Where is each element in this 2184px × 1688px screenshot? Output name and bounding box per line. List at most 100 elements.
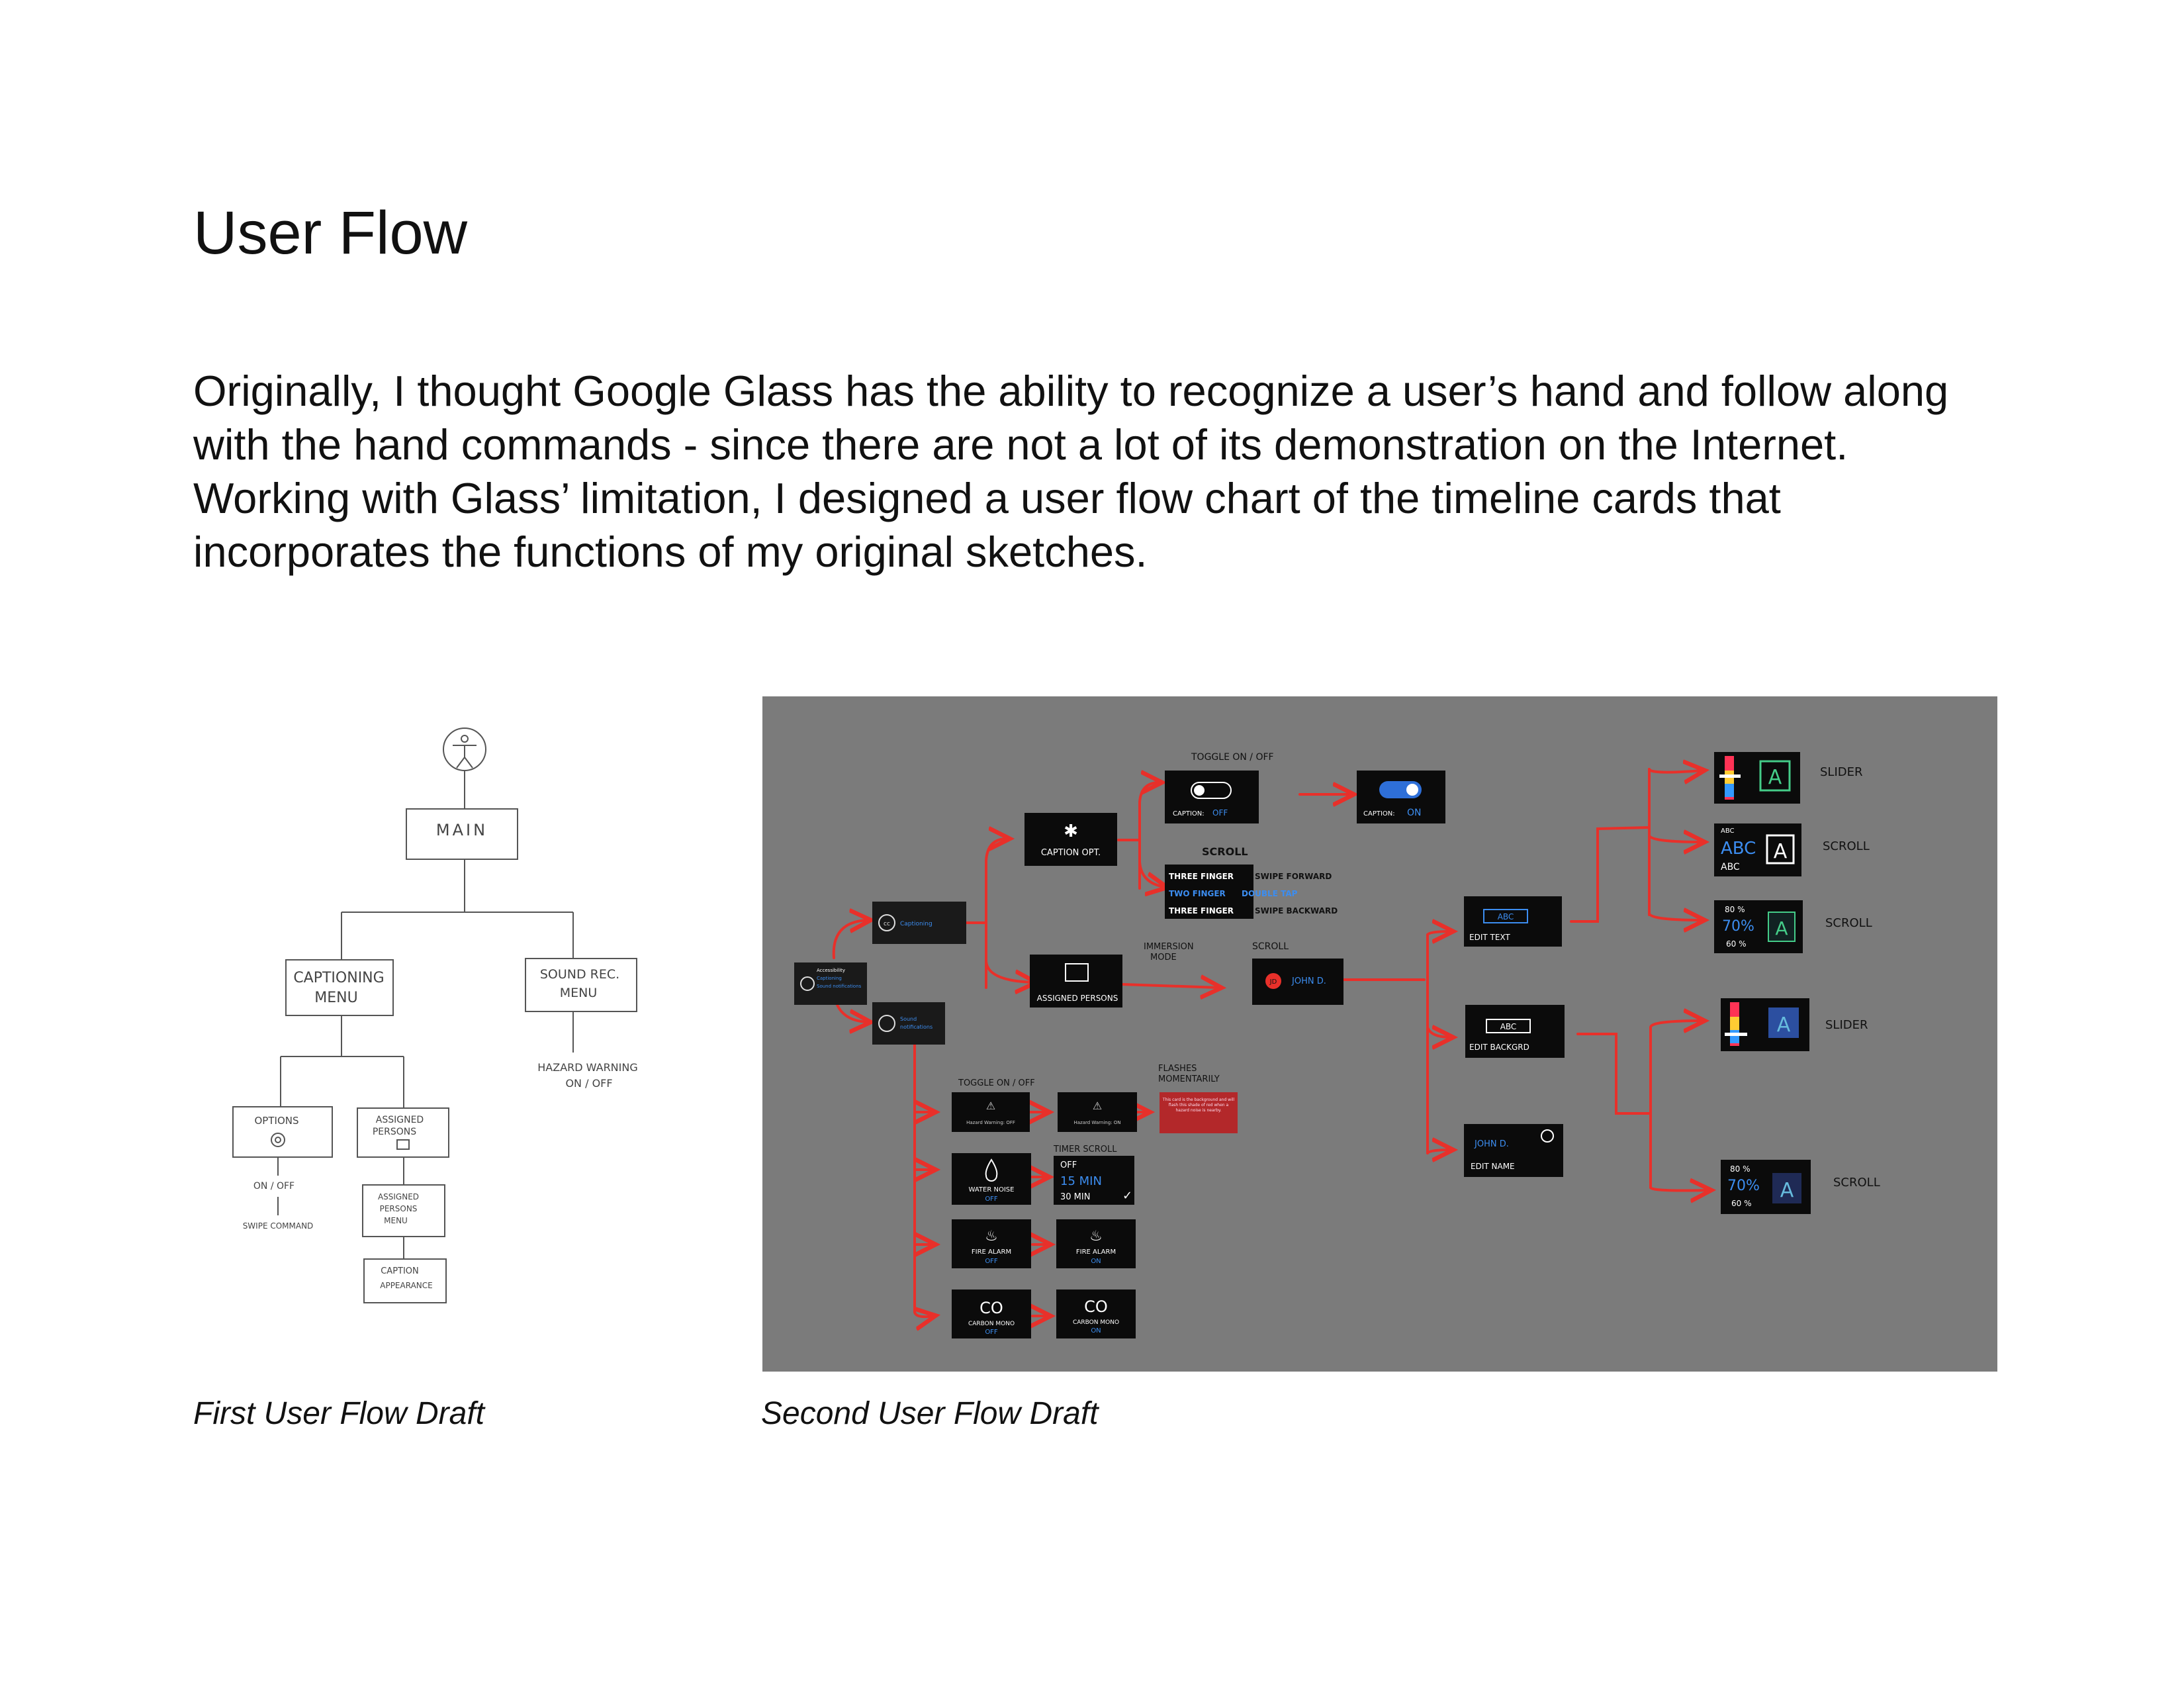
edit-text-card: ABC EDIT TEXT (1464, 896, 1562, 947)
sound-rec-menu-box (525, 958, 637, 1012)
fire-off-label: OFF (985, 1258, 998, 1265)
ap-menu-label: ASSIGNED (378, 1192, 419, 1201)
flashes-label: FLASHES (1158, 1064, 1197, 1074)
caption-appearance-box (363, 1258, 447, 1303)
caption-on-value: ON (1407, 808, 1422, 818)
hazard-on-label: Hazard Warning: ON (1073, 1120, 1120, 1125)
person-name: JOHN D. (1291, 976, 1326, 986)
edit-name-card: JOHN D. EDIT NAME (1464, 1124, 1563, 1177)
main-box (406, 808, 518, 860)
pct-70: 70% (1722, 918, 1754, 935)
toggle-label-bottom: TOGGLE ON / OFF (958, 1078, 1035, 1088)
carbon-mono-label: CARBON MONO (968, 1321, 1015, 1327)
accessibility-card: Accessibility Captioning Sound notificat… (794, 962, 867, 1005)
scroll-label-1: SCROLL (1823, 839, 1870, 853)
scroll-label-3: SCROLL (1833, 1176, 1880, 1190)
gesture-3a: THREE FINGER (1169, 906, 1234, 915)
sound-card-line2: notifications (900, 1024, 933, 1030)
hazard-label: HAZARD WARNING (537, 1061, 637, 1074)
co-label: CO (979, 1299, 1003, 1317)
abc-big: ABC (1721, 839, 1756, 859)
warning-icon: ⚠ (1093, 1100, 1102, 1112)
scroll-opacity-card-1: 80 % 70% 60 % A (1714, 900, 1803, 953)
flashes-label-2: MOMENTARILY (1158, 1074, 1220, 1084)
avatar (1265, 973, 1281, 989)
toggle-off-switch (1191, 782, 1232, 799)
alarm-text: This card is the background and will fla… (1162, 1098, 1235, 1113)
scroll-label-mid: SCROLL (1252, 941, 1289, 952)
warning-icon: ⚠ (986, 1100, 995, 1112)
slider-card-2: A (1721, 998, 1809, 1051)
gesture-3b: SWIPE BACKWARD (1255, 906, 1338, 915)
gear-icon: ✱ (1064, 821, 1078, 841)
abc-small-bottom: ABC (1721, 862, 1740, 872)
assigned-persons-label: ASSIGNED PERSONS (1037, 994, 1118, 1003)
ap-menu-label-2: PERSONS (380, 1204, 418, 1213)
pct-70b: 70% (1727, 1178, 1760, 1194)
on-off-label: ON / OFF (253, 1181, 295, 1192)
intro-paragraph: Originally, I thought Google Glass has t… (193, 367, 1949, 576)
timer-scroll-label: TIMER SCROLL (1053, 1145, 1117, 1154)
swipe-command-label: SWIPE COMMAND (243, 1221, 314, 1231)
assigned-persons-label: ASSIGNED (376, 1115, 424, 1125)
main-card-line3: Sound notifications (817, 984, 862, 989)
ap-menu-label-3: MENU (384, 1216, 408, 1225)
sound-notifications-card: Sound notifications (872, 1002, 945, 1045)
fire-alarm-label: FIRE ALARM (972, 1248, 1011, 1256)
captioning-menu-label-2: MENU (314, 990, 357, 1006)
captioning-menu-box (285, 959, 394, 1016)
scroll-opacity-card-2: 80 % 70% 60 % A (1721, 1160, 1811, 1214)
water-noise-card: WATER NOISE OFF (952, 1153, 1031, 1205)
pct-80: 80 % (1725, 905, 1745, 914)
options-box (232, 1106, 333, 1158)
second-user-flow-draft: Accessibility Captioning Sound notificat… (762, 696, 1997, 1372)
scroll-label-top: SCROLL (1202, 845, 1248, 858)
hazard-label-2: ON / OFF (565, 1077, 612, 1090)
caption-opt-card: ✱ CAPTION OPT. (1024, 813, 1117, 866)
second-draft-caption: Second User Flow Draft (761, 1396, 1099, 1431)
water-noise-label: WATER NOISE (969, 1186, 1015, 1194)
captioning-card: cc Captioning (872, 902, 966, 944)
slider-card-1: A (1714, 752, 1800, 804)
caption-appearance-label-2: APPEARANCE (380, 1281, 432, 1290)
sample-letter: A (1768, 766, 1782, 789)
timer-off: OFF (1060, 1160, 1077, 1170)
gesture-1a: THREE FINGER (1169, 872, 1234, 881)
co-on-label: ON (1091, 1327, 1101, 1335)
co-off-card: CO CARBON MONO OFF (952, 1289, 1031, 1338)
gesture-2b: DOUBLE TAP (1242, 889, 1298, 898)
edit-icon (396, 1139, 410, 1150)
timer-15: 15 MIN (1060, 1174, 1102, 1188)
gesture-1b: SWIPE FORWARD (1255, 872, 1332, 881)
fire-alarm-on-label: FIRE ALARM (1076, 1248, 1116, 1256)
gear-icon (271, 1133, 285, 1147)
flow-arrows (832, 769, 1709, 1317)
avatar-initials: JD (1269, 978, 1277, 986)
co-on-card: CO CARBON MONO ON (1056, 1289, 1136, 1338)
page-title: User Flow (193, 199, 468, 267)
pct-80b: 80 % (1730, 1164, 1751, 1174)
caption-off-value: OFF (1212, 808, 1228, 818)
alarm-flash-card: This card is the background and will fla… (1160, 1092, 1238, 1133)
assigned-persons-label-2: PERSONS (373, 1127, 416, 1137)
gesture-2a: TWO FINGER (1169, 889, 1226, 898)
main-card-line2: Captioning (817, 976, 842, 981)
slider-label-1: SLIDER (1820, 765, 1863, 779)
caption-appearance-label: CAPTION (381, 1266, 419, 1276)
assigned-persons-card: ASSIGNED PERSONS (1030, 955, 1122, 1008)
first-user-flow-draft: MAIN CAPTIONING MENU SOUND REC. MENU HAZ… (193, 702, 709, 1324)
immersion-label: IMMERSION (1144, 942, 1194, 952)
fire-alarm-on-card: ♨ FIRE ALARM ON (1056, 1219, 1136, 1268)
co-on-text: CO (1084, 1297, 1108, 1316)
hazard-off-card: ⚠ Hazard Warning: OFF (952, 1092, 1030, 1132)
caption-off-label: CAPTION: (1173, 810, 1205, 818)
fire-icon: ♨ (985, 1228, 998, 1244)
timer-card: OFF 15 MIN 30 MIN ✓ (1054, 1156, 1134, 1205)
hazard-on-card: ⚠ Hazard Warning: ON (1058, 1092, 1137, 1132)
captioning-card-label: Captioning (900, 921, 933, 927)
sound-rec-label-2: MENU (560, 986, 598, 1000)
sample-letter: A (1775, 917, 1788, 939)
options-label: OPTIONS (255, 1115, 299, 1127)
edit-text-sample: ABC (1498, 912, 1514, 921)
pct-60: 60 % (1726, 939, 1747, 949)
